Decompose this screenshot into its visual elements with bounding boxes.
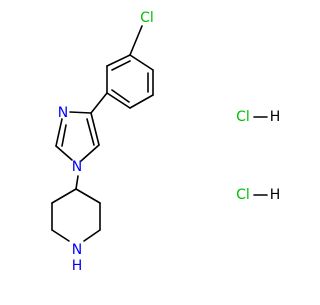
chlorophenyl-ring <box>106 25 154 109</box>
bond <box>129 54 154 71</box>
salt-hydrogen-label: H <box>270 187 281 203</box>
aryl-imidazole-bond <box>90 92 108 114</box>
piperidine-n-label: N <box>72 242 82 258</box>
imidazole-n1-label: N <box>72 159 82 175</box>
piperidine-nh-h-label: H <box>72 258 83 274</box>
salt-chlorine-label: Cl <box>236 187 250 203</box>
double-bond-inner <box>86 118 95 146</box>
salt-hydrogen-label: H <box>270 109 281 125</box>
double-bond-inner <box>111 60 131 71</box>
piperidine-ring <box>51 188 101 242</box>
bond <box>69 111 92 114</box>
bond <box>129 94 154 109</box>
bond <box>51 229 70 242</box>
chemical-structure: Cl N N N H Cl H Cl H <box>51 10 280 274</box>
chlorine-atom-label: Cl <box>140 10 154 26</box>
bond <box>106 54 131 67</box>
bond <box>75 188 101 204</box>
imidazole-ring <box>55 111 100 162</box>
bond <box>51 188 77 204</box>
double-bond-inner <box>111 89 130 103</box>
hydrochloride-2: Cl H <box>236 187 280 203</box>
structure-canvas: Cl N N N H Cl H Cl H <box>51 10 280 274</box>
bond <box>55 145 73 161</box>
bond <box>80 144 100 162</box>
imidazole-n3-label: N <box>58 105 68 121</box>
bond <box>83 229 101 242</box>
bond <box>106 92 131 109</box>
double-bond-inner <box>61 124 67 147</box>
double-bond-outer <box>90 112 100 146</box>
double-bond-outer <box>55 118 63 147</box>
hydrochloride-1: Cl H <box>236 109 280 125</box>
imidazole-piperidine-bond <box>75 175 79 190</box>
bond-to-chlorine <box>129 25 143 56</box>
salt-chlorine-label: Cl <box>236 109 250 125</box>
